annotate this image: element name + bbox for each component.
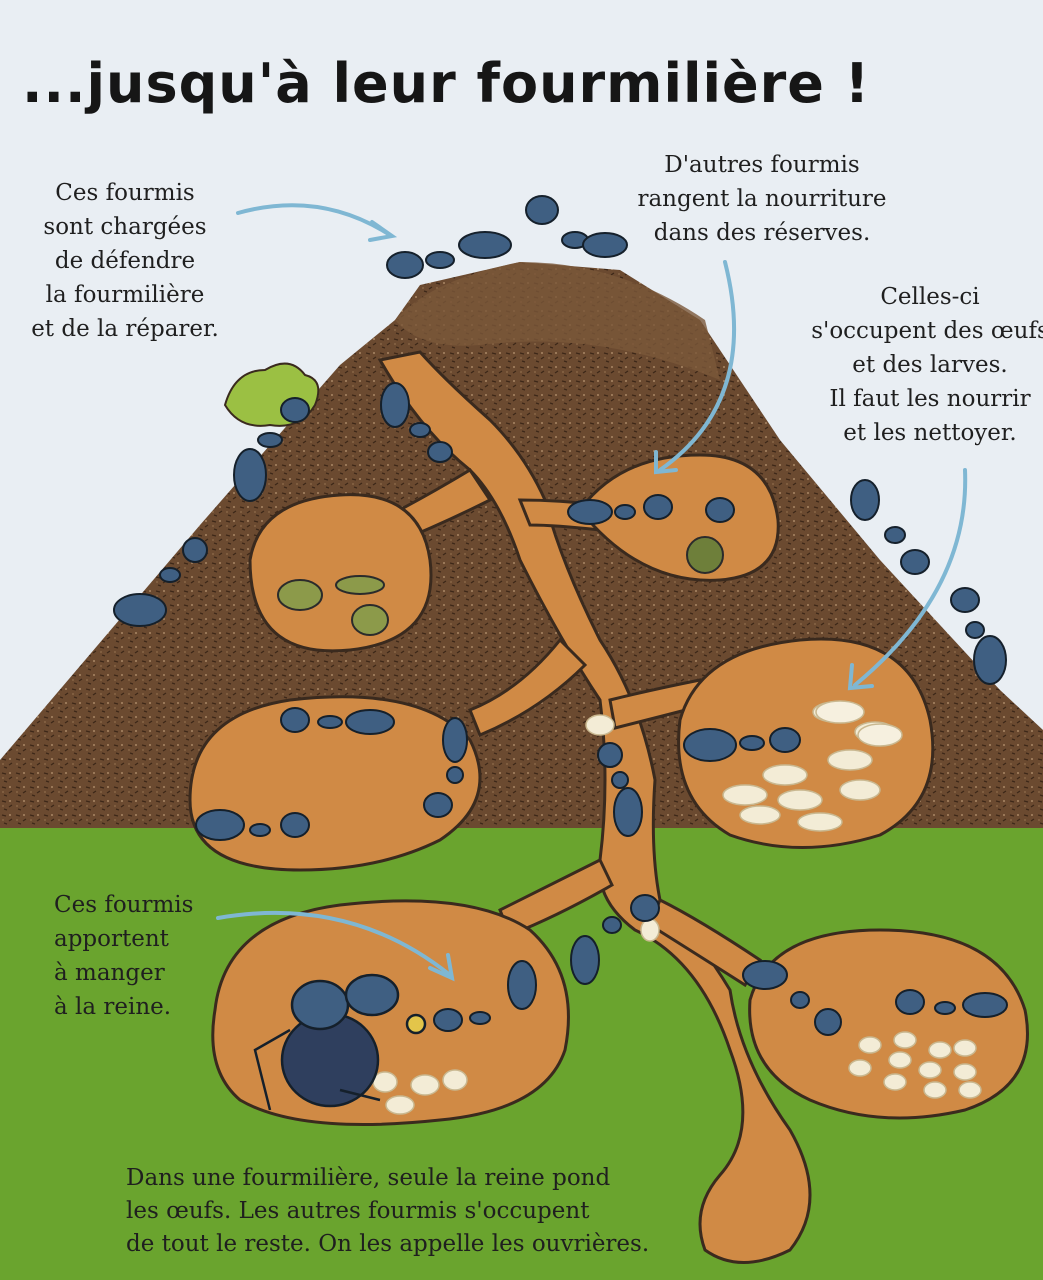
caption-defenders: Ces fourmis sont chargées de défendre la… <box>31 180 219 342</box>
caption-workers-note: Dans une fourmilière, seule la reine pon… <box>126 1165 650 1257</box>
ant-icon <box>113 195 1008 1036</box>
larva-icon <box>815 700 903 747</box>
caption-nursery-workers: Celles-ci s'occupent des œufs et des lar… <box>811 284 1043 446</box>
seed-icon <box>277 536 724 636</box>
chamber-eggs-lower <box>748 928 1029 1120</box>
page-title: ...jusqu'à leur fourmilière ! <box>22 52 871 115</box>
arrow-icon <box>216 203 968 982</box>
caption-food-storers: D'autres fourmis rangent la nourriture d… <box>637 152 887 246</box>
caption-queen-feeders: Ces fourmis apportent à manger à la rein… <box>54 892 194 1020</box>
queen-ant-icon <box>253 973 427 1111</box>
egg-icon <box>372 701 982 1115</box>
chamber-upper-left <box>248 493 433 653</box>
